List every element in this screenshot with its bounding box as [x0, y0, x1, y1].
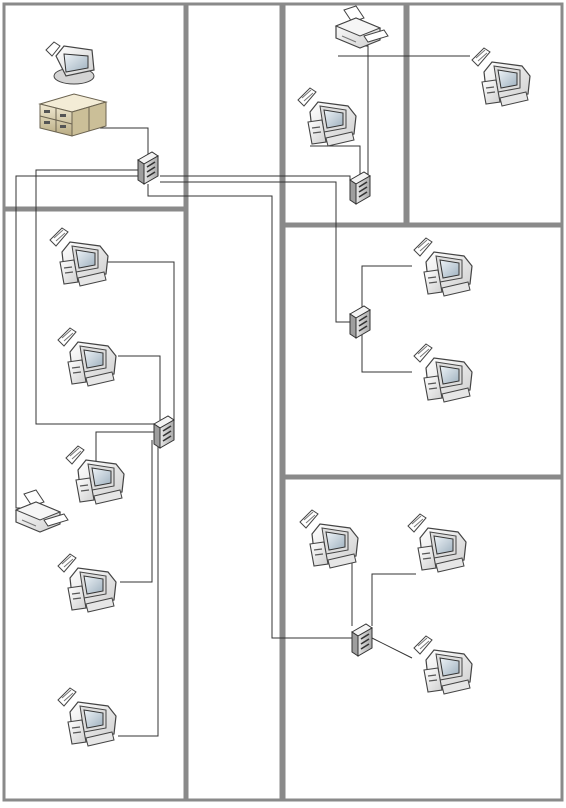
network-cabling — [15, 45, 470, 737]
pc-east-2-icon — [413, 343, 473, 403]
server-workstation-icon — [45, 41, 95, 85]
link-west-pc3 — [95, 431, 158, 470]
switch-east-icon — [349, 305, 371, 339]
room-office-southeast — [282, 476, 564, 802]
pc-west-2-icon — [57, 327, 117, 387]
room-office-east — [282, 224, 564, 478]
printer-west-icon — [15, 489, 69, 533]
switch-southeast-icon — [351, 623, 373, 657]
pc-southeast-2-icon — [407, 513, 467, 573]
link-switch-main-to-switch-east — [160, 181, 352, 323]
room-print-area — [282, 2, 407, 226]
room-office-west — [2, 208, 187, 802]
network-devices — [15, 5, 531, 747]
printer-print-area-icon — [335, 5, 389, 49]
pc-northeast-icon — [471, 47, 531, 107]
pc-print-area-icon — [297, 87, 357, 147]
server-rack-icon — [39, 93, 107, 137]
switch-west-icon — [153, 415, 175, 449]
pc-west-5-icon — [57, 687, 117, 747]
link-print-switch-to-printer — [360, 45, 369, 176]
pc-east-1-icon — [413, 237, 473, 297]
switch-print-area-icon — [349, 171, 371, 205]
pc-west-4-icon — [57, 553, 117, 613]
link-west-pc2 — [118, 355, 161, 420]
link-west-pc4 — [120, 440, 153, 583]
pc-west-3-icon — [65, 445, 125, 505]
link-switch-main-to-switch-west — [35, 169, 160, 425]
room-server-area — [2, 2, 187, 210]
room-office-northeast — [406, 2, 564, 226]
switch-main-icon — [137, 151, 159, 185]
pc-southeast-3-icon — [413, 635, 473, 695]
pc-southeast-1-icon — [299, 509, 359, 569]
link-west-pc5 — [118, 442, 159, 737]
link-rack-to-switch-main — [100, 127, 149, 160]
link-print-switch-to-pc — [310, 145, 361, 178]
link-west-pc1 — [108, 261, 175, 420]
link-switch-main-to-switch-print-area — [160, 175, 358, 183]
link-southeast-pc2 — [371, 573, 416, 626]
room-corridor — [185, 2, 283, 802]
link-switch-main-to-switch-southeast — [147, 184, 352, 639]
link-east-pc2 — [361, 334, 412, 373]
pc-west-1-icon — [49, 227, 109, 287]
link-southeast-pc3 — [371, 637, 413, 659]
link-east-pc1 — [361, 265, 412, 308]
